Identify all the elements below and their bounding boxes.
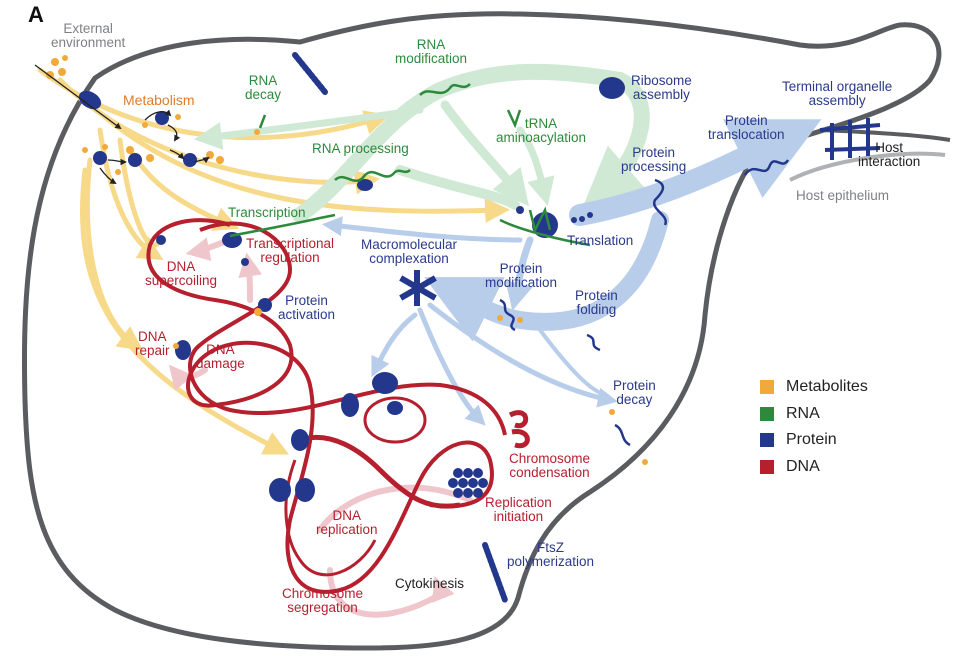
- label-translation: Translation: [567, 233, 634, 248]
- label-metabolism: Metabolism: [123, 92, 195, 108]
- legend-label-protein: Protein: [786, 431, 837, 449]
- protein-blobs: [78, 77, 625, 502]
- cell-membrane: [21, 11, 942, 651]
- legend-label-rna: RNA: [786, 404, 820, 422]
- dna-flows: [168, 237, 473, 618]
- panel-label: A: [28, 2, 44, 27]
- terminal-organelle: [819, 118, 881, 160]
- chromosome-strands: [146, 218, 530, 594]
- legend-swatch-metabolites: [760, 380, 774, 395]
- legend-item-dna: DNA: [760, 454, 868, 481]
- legend-swatch-rna: [760, 406, 774, 421]
- label-host-epithelium: Host epithelium: [796, 188, 890, 203]
- host-membrane-outer: [819, 128, 951, 142]
- legend-item-rna: RNA: [760, 401, 868, 428]
- metabolism-arrows: [34, 64, 210, 185]
- legend-swatch-dna: [760, 459, 774, 474]
- label-cytokinesis: Cytokinesis: [395, 576, 465, 591]
- label-rna-processing: RNA processing: [312, 141, 409, 156]
- protein-helices: [499, 159, 790, 447]
- legend-label-dna: DNA: [786, 457, 820, 475]
- legend-label-metabolites: Metabolites: [786, 378, 868, 396]
- legend: Metabolites RNA Protein DNA: [760, 374, 868, 480]
- label-transcription: Transcription: [228, 205, 306, 220]
- rna-strands: [229, 83, 591, 247]
- legend-item-protein: Protein: [760, 427, 868, 454]
- legend-item-metabolites: Metabolites: [760, 374, 868, 401]
- macromolecular-complex: [399, 270, 437, 306]
- dnaa-cluster: [448, 468, 488, 498]
- legend-swatch-protein: [760, 433, 774, 448]
- ftsz-filaments: [292, 52, 508, 603]
- protein-flows: [322, 119, 822, 426]
